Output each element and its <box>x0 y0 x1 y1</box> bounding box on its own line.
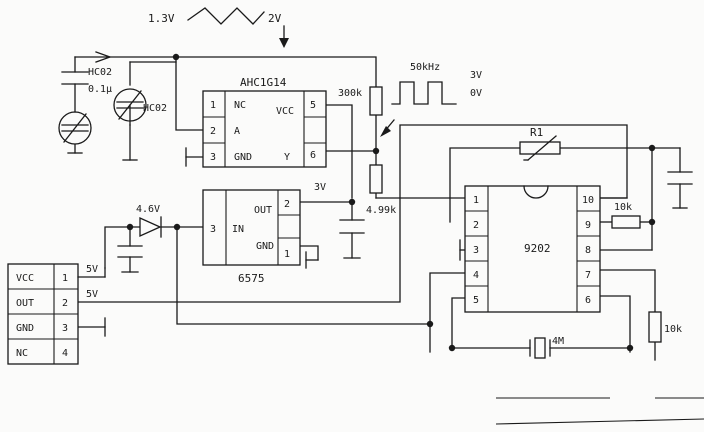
u3-pin-right: 6 <box>585 295 591 306</box>
ic-ahc1g14-name: AHC1G14 <box>240 76 287 89</box>
connector-pin-name: VCC <box>16 273 34 284</box>
u3-pin-left: 1 <box>473 195 479 206</box>
connector-pin-num: 1 <box>62 273 68 284</box>
u1-pin-num: 6 <box>310 150 316 161</box>
connector-pin-name: NC <box>16 348 28 359</box>
arrow-icon <box>380 119 395 137</box>
resistor-4.99k: 4.99k <box>366 164 396 216</box>
u1-pin-name: NC <box>234 100 246 111</box>
u2-pin-num: 2 <box>284 199 290 210</box>
u3-pin-right: 9 <box>585 220 591 231</box>
pulse-waveform: 50kHz 3V 0V <box>391 62 482 105</box>
arrow-icon <box>74 51 112 63</box>
u3-pin-right: 10 <box>582 195 594 206</box>
u2-pin-num: 3 <box>210 224 216 235</box>
wires <box>74 56 704 425</box>
sensor-variable-cap-symbol <box>58 111 92 145</box>
crystal-label: 4M <box>552 336 564 347</box>
junction-dots <box>126 53 656 352</box>
connector-vcc-voltage: 5V <box>86 264 98 275</box>
u1-pin-num: 2 <box>210 126 216 137</box>
u2-pin-name: OUT <box>254 205 272 216</box>
u1-pin-num: 5 <box>310 100 316 111</box>
u2-pin-name: GND <box>256 241 274 252</box>
u3-pin-left: 5 <box>473 295 479 306</box>
capacitor-3v: 3V <box>314 182 365 234</box>
capacitor-diode-node <box>117 245 143 258</box>
r-499k-label: 4.99k <box>366 205 396 216</box>
u1-pin-num: 3 <box>210 152 216 163</box>
pulse-low: 0V <box>470 88 482 99</box>
pulse-high: 3V <box>470 70 482 81</box>
capacitor-right <box>667 171 693 185</box>
ic-9202: 9202 1 2 3 4 5 10 9 8 7 6 <box>464 185 601 313</box>
u3-pin-right: 8 <box>585 245 591 256</box>
connector-wires: 5V 5V <box>77 264 106 300</box>
sweep-high-label: 2V <box>268 12 282 25</box>
r-300k-label: 300k <box>338 88 362 99</box>
u1-pin-name: GND <box>234 152 252 163</box>
connector-pin-name: OUT <box>16 298 34 309</box>
u2-pin-num: 1 <box>284 249 290 260</box>
ic-ahc1g14: AHC1G14 1 NC 2 A 3 GND VCC 5 Y 6 <box>202 76 327 168</box>
connector-out-voltage: 5V <box>86 289 98 300</box>
u1-pin-name: A <box>234 126 240 137</box>
u3-pin-right: 7 <box>585 270 591 281</box>
resistor-10k-b: 10k <box>648 311 682 343</box>
u3-pin-left: 4 <box>473 270 479 281</box>
u1-pin-name: Y <box>284 152 290 163</box>
u3-pin-left: 2 <box>473 220 479 231</box>
u3-pin-left: 3 <box>473 245 479 256</box>
sweep-low-label: 1.3V <box>148 12 175 25</box>
u1-pin-num: 1 <box>210 100 216 111</box>
r1-label: R1 <box>530 126 543 139</box>
connector-header: VCC 1 OUT 2 GND 3 NC 4 <box>7 263 79 365</box>
connector-pin-num: 3 <box>62 323 68 334</box>
connector-pin-num: 2 <box>62 298 68 309</box>
sweep-waveform: 1.3V 2V <box>148 7 289 48</box>
diode-voltage: 4.6V <box>136 204 160 215</box>
connector-pin-name: GND <box>16 323 34 334</box>
hc02-sensor: HC02 <box>113 88 167 122</box>
connector-pin-num: 4 <box>62 348 68 359</box>
ic-6575-name: 6575 <box>238 272 265 285</box>
sensor-label: HC02 <box>143 103 167 114</box>
r-10k-a-label: 10k <box>614 202 632 213</box>
u2-out-voltage: 3V <box>314 182 326 193</box>
ic-6575: 6575 3 IN OUT 2 GND 1 <box>202 189 301 285</box>
cap-value: 0.1μ <box>88 84 112 95</box>
cap-label: HC02 <box>88 67 112 78</box>
diode-4.6v: 4.6V <box>136 204 162 238</box>
ground-symbols <box>67 147 688 337</box>
resistor-300k: 300k <box>338 86 383 116</box>
u2-pin-name: IN <box>232 224 244 235</box>
crystal-4m: 4M <box>529 336 564 359</box>
ic-9202-name: 9202 <box>524 242 551 255</box>
r-10k-b-label: 10k <box>664 324 682 335</box>
resistor-10k-a: 10k <box>611 202 641 229</box>
capacitor-hc02-0.1u: HC02 0.1μ <box>61 67 112 95</box>
resistor-r1: R1 <box>519 126 561 161</box>
pulse-frequency: 50kHz <box>410 62 440 73</box>
u1-pin-name: VCC <box>276 106 294 117</box>
